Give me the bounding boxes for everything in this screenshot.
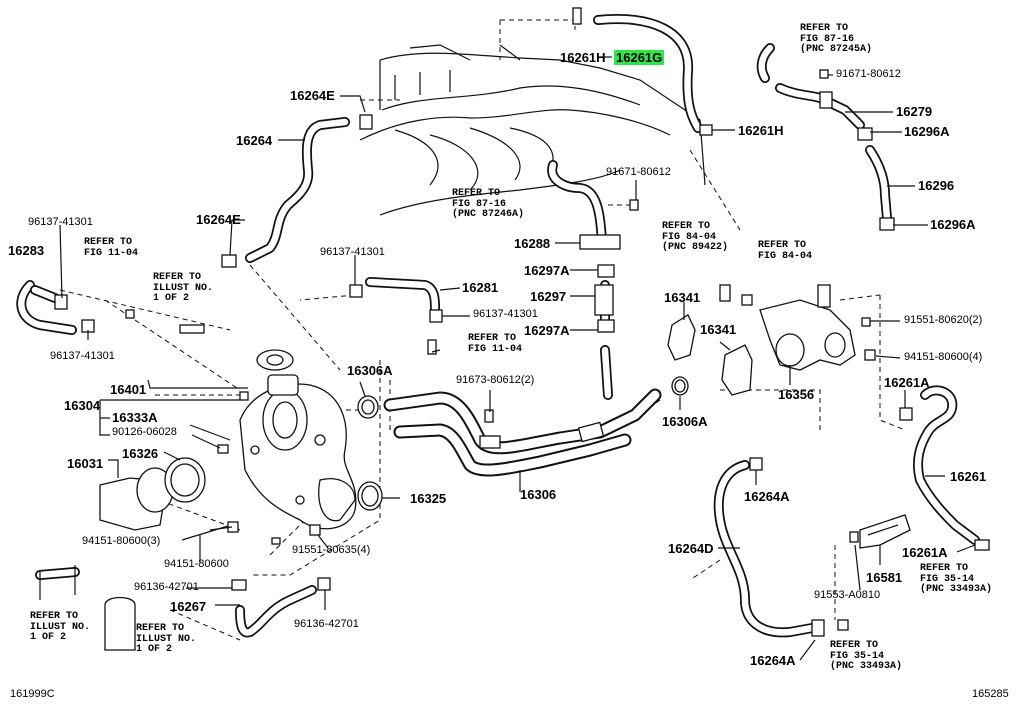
label-16261G-highlighted[interactable]: 16261G: [614, 50, 665, 65]
ref-fig-35-14-bottom[interactable]: REFER TO FIG 35-14 (PNC 33493A): [830, 640, 903, 672]
bracket-16581: [859, 514, 911, 549]
label-16261H-top[interactable]: 16261H: [560, 50, 606, 65]
label-94151-80600-c[interactable]: 94151-80600: [164, 558, 229, 570]
label-94151-80600-b[interactable]: 94151-80600(3): [82, 535, 161, 547]
label-16581[interactable]: 16581: [866, 570, 903, 585]
water-outlet: [759, 284, 856, 371]
label-16401[interactable]: 16401: [110, 382, 147, 397]
label-16261A-a[interactable]: 16261A: [884, 375, 930, 390]
footer-right-code: 165285: [972, 688, 1009, 700]
label-16264E-mid[interactable]: 16264E: [196, 212, 241, 227]
label-91551-80620[interactable]: 91551-80620(2): [904, 314, 983, 326]
label-16261[interactable]: 16261: [950, 469, 987, 484]
label-16333A[interactable]: 16333A: [112, 410, 158, 425]
label-16261A-b[interactable]: 16261A: [902, 545, 948, 560]
label-16281[interactable]: 16281: [462, 280, 499, 295]
label-16264[interactable]: 16264: [236, 133, 273, 148]
label-16356[interactable]: 16356: [778, 387, 815, 402]
label-91671-80612-a[interactable]: 91671-80612: [606, 166, 671, 178]
label-16306[interactable]: 16306: [520, 487, 557, 502]
label-90126-06028[interactable]: 90126-06028: [112, 426, 177, 438]
ref-fig-35-14-right[interactable]: REFER TO FIG 35-14 (PNC 33493A): [920, 563, 993, 595]
label-16267[interactable]: 16267: [170, 599, 207, 614]
clamps: [39, 7, 990, 651]
ref-fig-87-16-top[interactable]: REFER TO FIG 87-16 (PNC 87245A): [800, 23, 873, 55]
label-16288[interactable]: 16288: [514, 236, 551, 251]
label-16283[interactable]: 16283: [8, 243, 45, 258]
leader-lines: [59, 56, 976, 661]
label-16264A-a[interactable]: 16264A: [744, 489, 790, 504]
water-bypass-pipes: [383, 388, 662, 477]
label-16296A-b[interactable]: 16296A: [930, 217, 976, 232]
ref-fig-84-04-b[interactable]: REFER TO FIG 84-04: [758, 240, 813, 262]
label-16279[interactable]: 16279: [896, 104, 933, 119]
label-96137-41301-c[interactable]: 96137-41301: [320, 246, 385, 258]
gaskets: [357, 314, 753, 511]
label-16306A-a[interactable]: 16306A: [347, 363, 393, 378]
ref-fig-84-04-a[interactable]: REFER TO FIG 84-04 (PNC 89422): [662, 221, 729, 253]
label-91673-80612[interactable]: 91673-80612(2): [456, 374, 535, 386]
label-94151-80600-a[interactable]: 94151-80600(4): [904, 351, 983, 363]
ref-fig-11-04-left[interactable]: REFER TO FIG 11-04: [84, 237, 139, 259]
label-16297[interactable]: 16297: [530, 289, 567, 304]
ref-fig-11-04-mid[interactable]: REFER TO FIG 11-04: [468, 333, 523, 355]
label-96137-41301-a[interactable]: 96137-41301: [28, 216, 93, 228]
label-16261H-right[interactable]: 16261H: [738, 123, 784, 138]
label-16325[interactable]: 16325: [410, 491, 447, 506]
thermostat-housing: [99, 457, 206, 531]
label-96137-41301-d[interactable]: 96137-41301: [473, 308, 538, 320]
label-16304[interactable]: 16304: [64, 398, 101, 413]
ref-fig-87-16-mid[interactable]: REFER TO FIG 87-16 (PNC 87246A): [452, 188, 525, 220]
label-16306A-b[interactable]: 16306A: [662, 414, 708, 429]
water-pump-assembly: [239, 349, 357, 530]
label-91551-80635[interactable]: 91551-80635(4): [292, 544, 371, 556]
label-16326[interactable]: 16326: [122, 446, 159, 461]
label-16296[interactable]: 16296: [918, 178, 955, 193]
label-16264E-top[interactable]: 16264E: [290, 88, 335, 103]
label-16296A-a[interactable]: 16296A: [904, 124, 950, 139]
label-16341-a[interactable]: 16341: [664, 290, 701, 305]
ref-illust-1-of-2-a[interactable]: REFER TO ILLUST NO. 1 OF 2: [153, 272, 214, 304]
ref-illust-1-of-2-c[interactable]: REFER TO ILLUST NO. 1 OF 2: [136, 623, 197, 655]
label-16264D[interactable]: 16264D: [668, 541, 714, 556]
label-96137-41301-b[interactable]: 96137-41301: [50, 350, 115, 362]
label-96136-42701-a[interactable]: 96136-42701: [134, 581, 199, 593]
ref-illust-1-of-2-b[interactable]: REFER TO ILLUST NO. 1 OF 2: [30, 611, 91, 643]
label-96136-42701-b[interactable]: 96136-42701: [294, 618, 359, 630]
label-91671-80612-b[interactable]: 91671-80612: [836, 68, 901, 80]
label-91553-A0810[interactable]: 91553-A0810: [814, 589, 881, 601]
label-16341-b[interactable]: 16341: [700, 322, 737, 337]
label-16297A-a[interactable]: 16297A: [524, 263, 570, 278]
label-16297A-b[interactable]: 16297A: [524, 323, 570, 338]
intake-manifold-outline: [359, 44, 706, 216]
label-16031[interactable]: 16031: [67, 456, 104, 471]
footer-left-code: 161999C: [10, 688, 55, 700]
label-16264A-b[interactable]: 16264A: [750, 653, 796, 668]
